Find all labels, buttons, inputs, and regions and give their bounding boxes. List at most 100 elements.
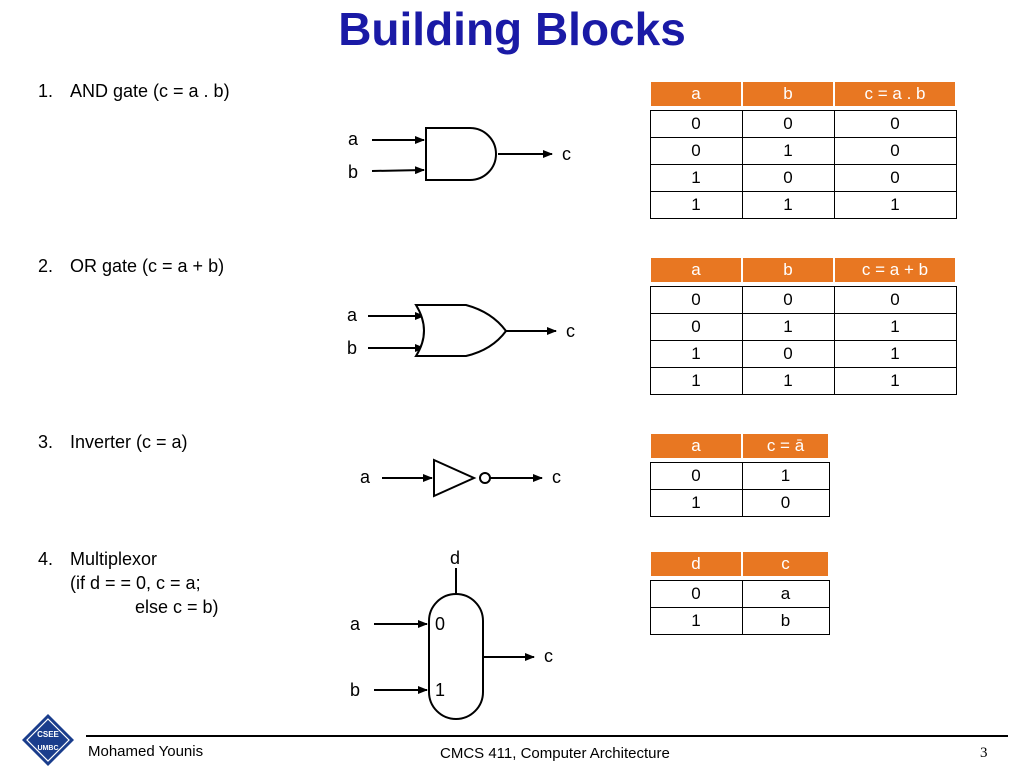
- slide-title: Building Blocks: [338, 3, 686, 55]
- footer-course: CMCS 411, Computer Architecture: [440, 745, 670, 762]
- table-cell: 0: [741, 489, 830, 517]
- mux-label-b: b: [350, 680, 360, 700]
- table-header: d: [649, 552, 743, 576]
- logo-text-csee: CSEE: [37, 730, 59, 739]
- table-header: c = ā: [741, 434, 830, 458]
- item-inverter: 3. Inverter (c = a): [38, 431, 188, 453]
- item-number: 1.: [38, 81, 54, 101]
- mux-condition-line2: else c = b): [135, 597, 219, 617]
- or-gate-body: [414, 304, 508, 357]
- table-cell: 1: [833, 313, 957, 341]
- and-label-c: c: [562, 144, 571, 164]
- footer-page-number: 3: [980, 745, 988, 761]
- and-label-a: a: [348, 129, 359, 149]
- table-cell: 1: [649, 191, 743, 219]
- table-header: a: [649, 434, 743, 458]
- mux-port-1: 1: [435, 680, 445, 700]
- or-gate: a b c: [347, 304, 575, 358]
- item-text: OR gate (c = a + b): [70, 256, 225, 276]
- table-cell: 1: [649, 340, 743, 368]
- table-header: b: [741, 258, 835, 282]
- or-label-a: a: [347, 305, 358, 325]
- table-cell: 0: [649, 286, 743, 314]
- footer-divider: [86, 735, 1008, 737]
- table-cell: 1: [833, 191, 957, 219]
- and-label-b: b: [348, 162, 358, 182]
- inv-triangle: [433, 458, 477, 498]
- logo-text-umbc: UMBC: [38, 745, 59, 752]
- item-text: Multiplexor: [70, 549, 158, 569]
- item-number: 4.: [38, 549, 54, 569]
- or-label-b: b: [347, 338, 357, 358]
- item-multiplexor: 4. Multiplexor: [38, 548, 157, 570]
- mux-condition-line1: (if d = = 0, c = a;: [70, 573, 201, 593]
- table-cell: 0: [649, 580, 743, 608]
- table-cell: 1: [741, 191, 835, 219]
- table-cell: 0: [741, 286, 835, 314]
- mux-label-a: a: [350, 614, 361, 634]
- table-cell: 1: [741, 313, 835, 341]
- table-header: c: [741, 552, 830, 576]
- table-cell: 1: [833, 367, 957, 395]
- table-cell: 0: [741, 164, 835, 192]
- inverter-gate: a c: [360, 458, 561, 498]
- table-cell: 0: [833, 110, 957, 138]
- item-text: AND gate (c = a . b): [70, 81, 230, 101]
- table-cell: 1: [649, 367, 743, 395]
- table-cell: a: [741, 580, 830, 608]
- mux-port-0: 0: [435, 614, 445, 634]
- table-cell: 1: [741, 367, 835, 395]
- inv-label-a: a: [360, 467, 371, 487]
- table-cell: 1: [649, 489, 743, 517]
- item-or-gate: 2. OR gate (c = a + b): [38, 255, 224, 277]
- or-label-c: c: [566, 321, 575, 341]
- mux-body: [428, 593, 484, 720]
- item-number: 2.: [38, 256, 54, 276]
- table-cell: 1: [833, 340, 957, 368]
- table-cell: 0: [833, 164, 957, 192]
- table-cell: 0: [833, 286, 957, 314]
- item-number: 3.: [38, 432, 54, 452]
- table-header: a: [649, 82, 743, 106]
- table-cell: 0: [741, 340, 835, 368]
- table-cell: 0: [741, 110, 835, 138]
- table-header: c = a + b: [833, 258, 957, 282]
- and-gate-body: [425, 127, 497, 181]
- inv-bubble: [479, 472, 491, 484]
- table-cell: 0: [649, 110, 743, 138]
- table-header: c = a . b: [833, 82, 957, 106]
- multiplexor: d a b c 0 1: [350, 548, 553, 720]
- inv-label-c: c: [552, 467, 561, 487]
- and-input-b-arrow: [371, 166, 425, 175]
- item-and-gate: 1. AND gate (c = a . b): [38, 80, 230, 102]
- table-header: b: [741, 82, 835, 106]
- table-cell: 0: [833, 137, 957, 165]
- mux-label-d: d: [450, 548, 460, 568]
- table-cell: 1: [741, 137, 835, 165]
- table-cell: 1: [741, 462, 830, 490]
- csee-umbc-logo: CSEE UMBC: [22, 714, 74, 766]
- table-cell: 1: [649, 164, 743, 192]
- table-cell: b: [741, 607, 830, 635]
- table-cell: 1: [649, 607, 743, 635]
- item-text: Inverter (c = a): [70, 432, 188, 452]
- footer-author: Mohamed Younis: [88, 743, 204, 760]
- table-cell: 0: [649, 462, 743, 490]
- mux-label-c: c: [544, 646, 553, 666]
- table-cell: 0: [649, 313, 743, 341]
